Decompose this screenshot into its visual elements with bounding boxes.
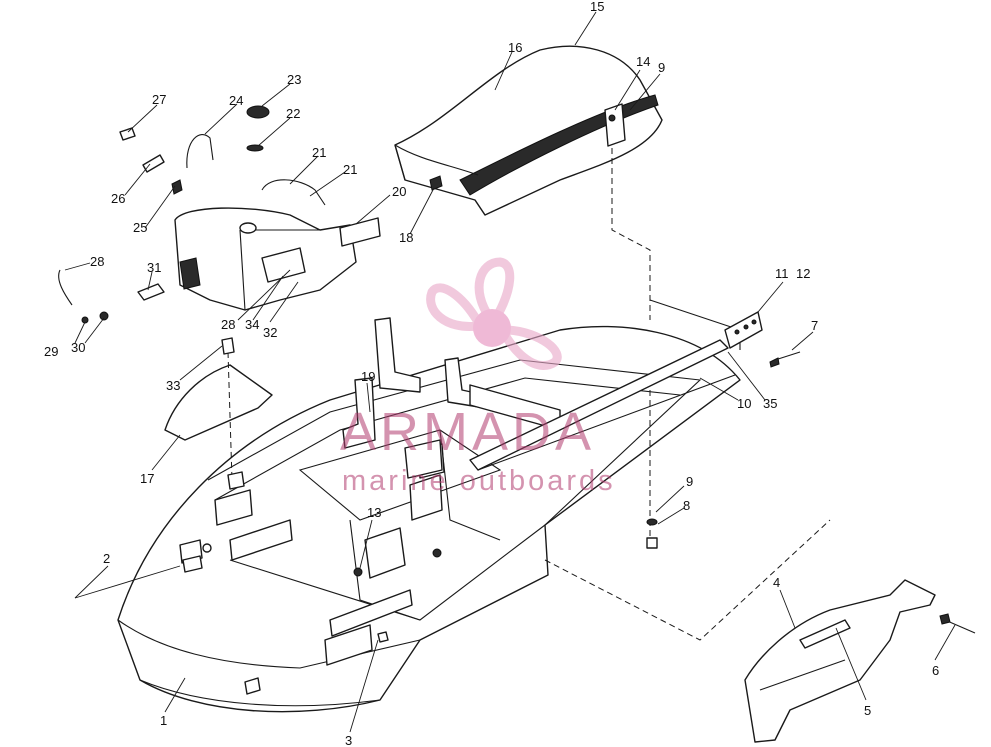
callout-33: 33	[166, 378, 180, 393]
watermark: ARMADA marine outboards	[340, 257, 616, 497]
callout-34: 34	[245, 317, 259, 332]
callout-5: 5	[864, 703, 871, 718]
callout-22: 22	[286, 106, 300, 121]
callout-29: 29	[44, 344, 58, 359]
callout-30: 30	[71, 340, 85, 355]
callout-18-seat: 18	[399, 230, 413, 245]
callout-20: 20	[392, 184, 406, 199]
callout-11: 11	[775, 266, 789, 281]
rear-deflector	[744, 579, 976, 743]
front-bracket	[179, 539, 389, 643]
hull	[117, 325, 741, 713]
rear-bracket	[724, 311, 801, 368]
callout-10: 10	[737, 396, 751, 411]
propeller-logo-icon	[426, 257, 562, 370]
callout-9-seat: 9	[658, 60, 665, 75]
callout-8: 8	[683, 498, 690, 513]
callout-16: 16	[508, 40, 522, 55]
watermark-brand: ARMADA	[340, 402, 595, 462]
callout-21-upper: 21	[312, 145, 326, 160]
fuel-cap-and-hoses	[58, 105, 326, 324]
callout-15: 15	[590, 0, 604, 14]
leader-lines	[64, 11, 956, 733]
rear-link-line	[544, 519, 831, 641]
callout-21-lower: 21	[343, 162, 357, 177]
callout-6: 6	[932, 663, 939, 678]
callout-23: 23	[287, 72, 301, 87]
watermark-tagline: marine outboards	[342, 465, 616, 497]
callout-13: 13	[367, 505, 381, 520]
callout-26: 26	[111, 191, 125, 206]
seat-mount-line	[611, 148, 651, 320]
callout-14: 14	[636, 54, 650, 69]
callout-35: 35	[763, 396, 777, 411]
callout-25: 25	[133, 220, 147, 235]
callout-28-hose: 28	[90, 254, 104, 269]
callout-2: 2	[103, 551, 110, 566]
callout-27: 27	[152, 92, 166, 107]
callout-1: 1	[160, 713, 167, 728]
callout-4: 4	[773, 575, 780, 590]
front-deflector	[164, 337, 273, 490]
callout-32: 32	[263, 325, 277, 340]
fuel-tank	[137, 207, 381, 311]
callout-19: 19	[361, 369, 375, 384]
callout-3: 3	[345, 733, 352, 747]
callout-labels: 1 2 3 4 5 6 7 8 9 9 9 10 11 12 13 14 15 …	[44, 0, 939, 747]
callout-7: 7	[811, 318, 818, 333]
callout-28-tank: 28	[221, 317, 235, 332]
callout-31: 31	[147, 260, 161, 275]
callout-12: 12	[796, 266, 810, 281]
callout-9-lower: 9	[686, 474, 693, 489]
callout-17: 17	[140, 471, 154, 486]
seat	[394, 45, 663, 216]
callout-24: 24	[229, 93, 243, 108]
bolt-washer	[646, 518, 658, 549]
